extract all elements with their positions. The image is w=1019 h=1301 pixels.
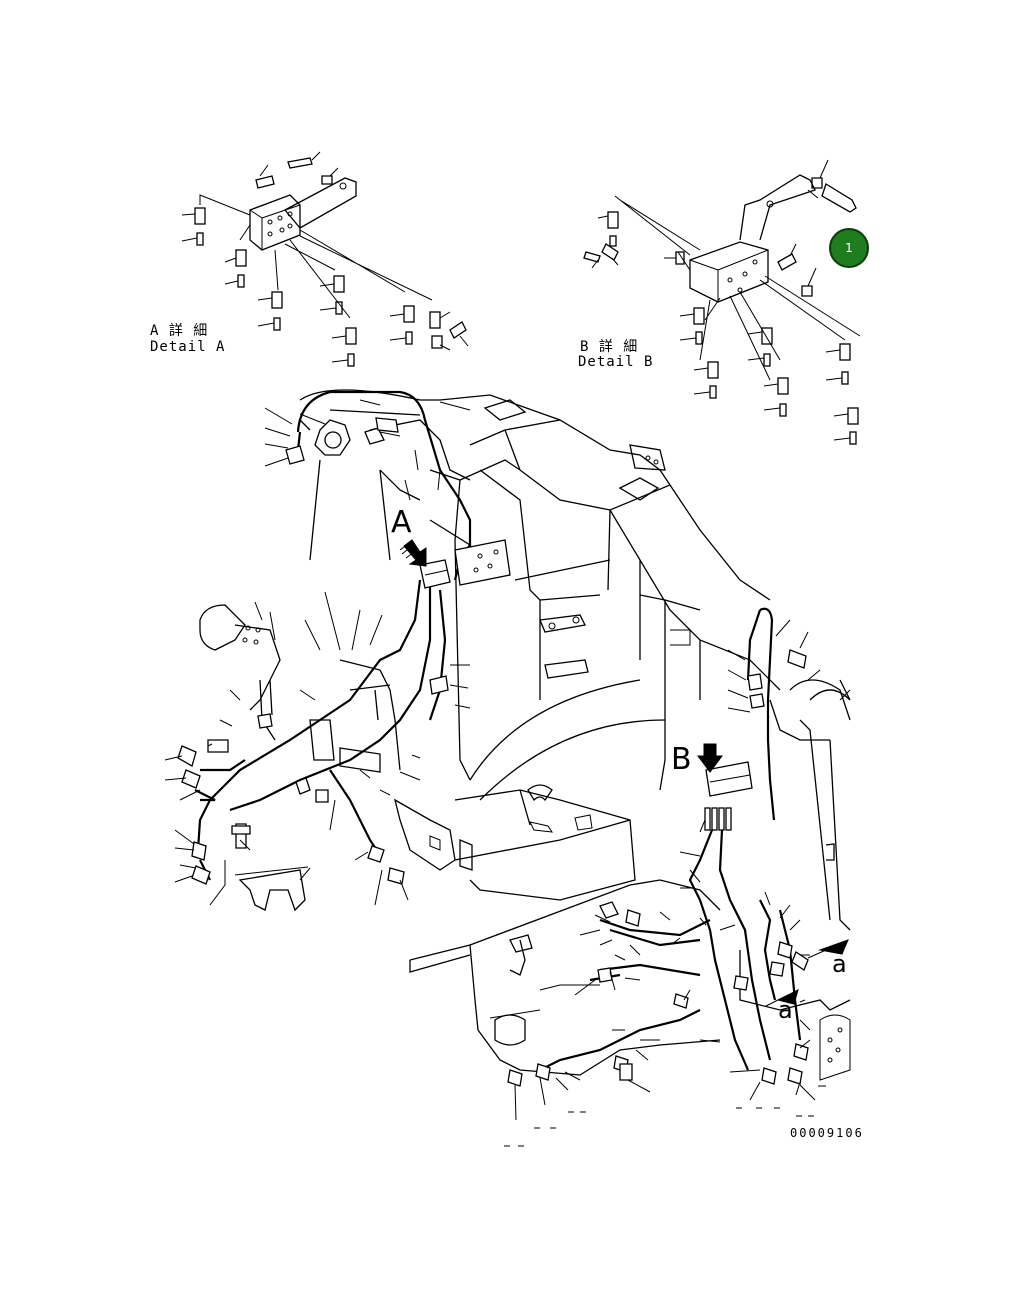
left-lower-structure — [199, 604, 473, 912]
arrow-small-a-icon — [765, 939, 849, 1007]
connectors — [177, 445, 809, 1087]
detail-b-assembly — [583, 159, 861, 445]
arrow-a-icon — [399, 539, 427, 567]
callout-badge-number: 1 — [845, 241, 853, 255]
arrow-b-icon — [697, 743, 723, 773]
detail-b-jp-label: B 詳 細 — [580, 339, 639, 355]
detail-a-assembly — [181, 151, 469, 367]
main-bolts — [231, 417, 633, 1081]
callout-badge[interactable]: 1 — [829, 228, 869, 268]
detail-b-en-label: Detail B — [578, 354, 654, 370]
left-boom-arm — [299, 389, 471, 561]
leader-lines — [164, 399, 851, 1121]
main-frame — [409, 394, 851, 1081]
detail-a-en-label: Detail A — [150, 339, 226, 355]
marker-a-small-2: a — [778, 996, 793, 1024]
detail-a-jp-label: A 詳 細 — [150, 323, 209, 339]
dimension-marks — [504, 1085, 826, 1147]
drawing-number: 00009106 — [790, 1126, 864, 1140]
view-marker-b: B — [671, 742, 692, 777]
marker-a-small-1: a — [832, 950, 847, 978]
wire-harness — [194, 390, 802, 1071]
view-marker-a: A — [391, 505, 412, 540]
